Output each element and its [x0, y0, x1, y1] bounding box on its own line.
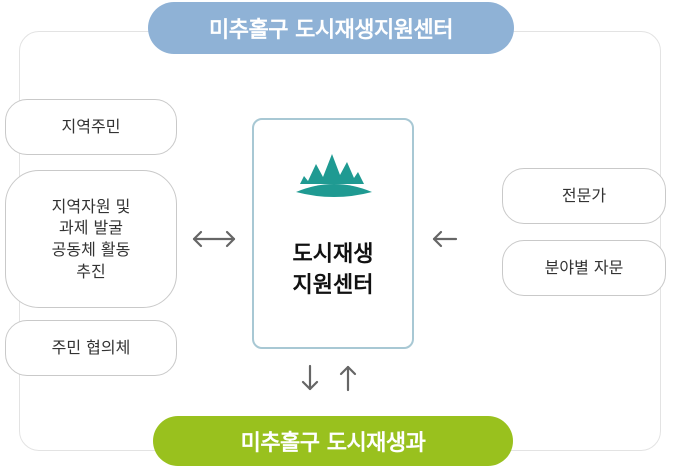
left-item-activities: 지역자원 및 과제 발굴 공동체 활동 추진	[5, 170, 177, 308]
center-title-line1: 도시재생	[292, 242, 374, 267]
left-item-activities-line3: 공동체 활동	[51, 240, 131, 259]
bottom-banner: 미추홀구 도시재생과	[153, 416, 513, 466]
up-arrow-icon	[339, 365, 357, 392]
left-item-residents-label: 지역주민	[61, 117, 121, 137]
left-item-council: 주민 협의체	[5, 320, 177, 376]
right-item-consulting-label: 분야별 자문	[544, 258, 624, 278]
top-banner-label: 미추홀구 도시재생지원센터	[208, 18, 454, 43]
right-item-experts: 전문가	[502, 168, 666, 224]
left-item-activities-line4: 추진	[76, 261, 106, 281]
down-arrow-icon	[301, 364, 319, 391]
left-item-residents: 지역주민	[5, 99, 177, 155]
left-item-council-label: 주민 협의체	[51, 338, 131, 358]
right-item-consulting: 분야별 자문	[502, 240, 666, 296]
top-banner: 미추홀구 도시재생지원센터	[148, 2, 514, 54]
center-title: 도시재생 지원센터	[254, 240, 412, 302]
mountain-logo-icon	[296, 154, 372, 197]
left-arrow-icon	[432, 230, 458, 248]
left-item-activities-line1: 지역자원 및	[51, 196, 131, 216]
left-item-activities-line2: 과제 발굴	[59, 218, 123, 238]
center-title-line2: 지원센터	[292, 272, 374, 298]
right-item-experts-label: 전문가	[561, 186, 607, 206]
double-horizontal-arrow-icon	[192, 230, 236, 248]
bottom-banner-label: 미추홀구 도시재생과	[240, 431, 426, 456]
center-box: 도시재생 지원센터	[252, 118, 414, 349]
